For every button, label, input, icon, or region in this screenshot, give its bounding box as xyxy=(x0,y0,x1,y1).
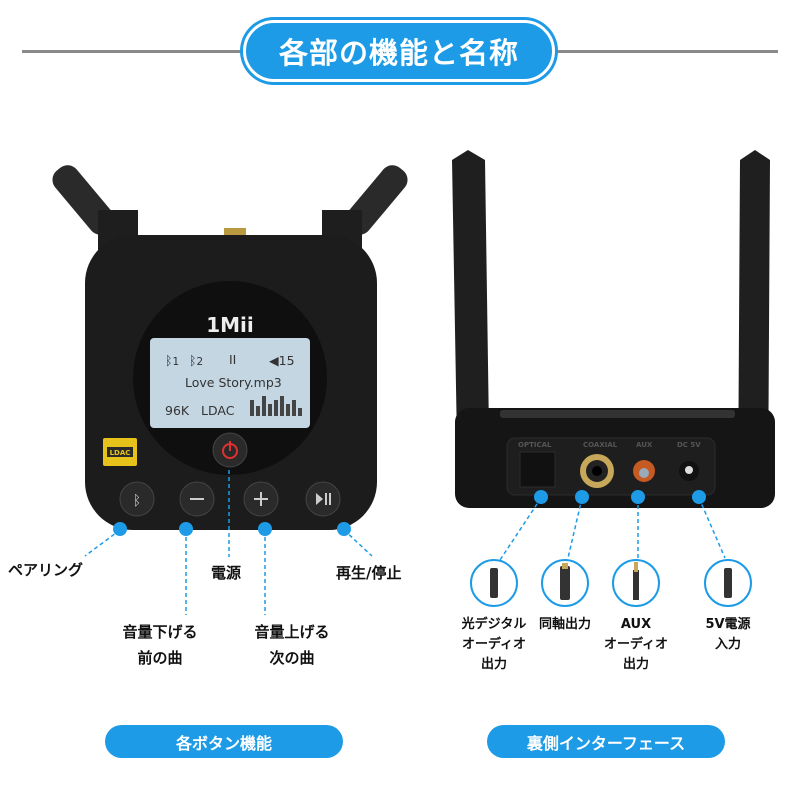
bluetooth-button xyxy=(119,481,155,517)
label-line: 5V電源 xyxy=(705,617,751,632)
label-line: オーディオ xyxy=(461,637,527,652)
pause-indicator: II xyxy=(229,352,237,367)
port-label-coaxial: COAXIAL xyxy=(583,441,618,449)
label-play-pause: 再生/停止 xyxy=(336,564,402,582)
section-label-buttons: 各ボタン機能 xyxy=(105,725,343,758)
svg-text:LDAC: LDAC xyxy=(110,449,131,457)
sample-rate: 96K xyxy=(165,403,190,418)
callout-lines xyxy=(84,470,373,615)
label-line: 出力 xyxy=(622,657,649,672)
label-power: 電源 xyxy=(211,564,242,582)
label-line: 前の曲 xyxy=(137,649,183,667)
label-volume-down: 音量下げる 前の曲 xyxy=(110,619,210,671)
label-coaxial: 同軸出力 xyxy=(530,615,600,635)
back-device xyxy=(452,150,775,607)
front-device: 1Mii LDAC ᛒ xyxy=(52,165,408,615)
label-line: 音量上げる xyxy=(254,623,330,641)
page-title: 各部の機能と名称 xyxy=(243,20,555,82)
port-label-aux: AUX xyxy=(636,441,653,449)
section-label-interface: 裏側インターフェース xyxy=(487,725,725,758)
track-name: Love Story.mp3 xyxy=(185,375,282,390)
brand-logo: 1Mii xyxy=(206,313,254,337)
label-line: AUX xyxy=(620,617,652,632)
callout-lines xyxy=(499,497,726,561)
callout-dots xyxy=(534,490,706,504)
label-line: 音量下げる xyxy=(122,623,198,641)
svg-text:ᛒ: ᛒ xyxy=(133,493,141,509)
divider-left xyxy=(22,50,252,53)
port-label-dc: DC 5V xyxy=(677,441,701,449)
callout-dots xyxy=(113,522,351,536)
bluetooth-1-icon: ᛒ1 xyxy=(165,353,180,368)
label-aux: AUX オーディオ 出力 xyxy=(596,615,676,675)
bluetooth-2-icon: ᛒ2 xyxy=(189,353,204,368)
label-line: 出力 xyxy=(480,657,507,672)
label-line: オーディオ xyxy=(603,637,669,652)
label-volume-up: 音量上げる 次の曲 xyxy=(242,619,342,671)
divider-right xyxy=(548,50,778,53)
label-optical: 光デジタル オーディオ 出力 xyxy=(450,615,538,675)
port-label-optical: OPTICAL xyxy=(518,441,552,449)
label-dc: 5V電源 入力 xyxy=(693,615,763,655)
cable-icons xyxy=(470,559,752,607)
codec: LDAC xyxy=(201,403,235,418)
label-line: 同軸出力 xyxy=(538,617,591,632)
volume-indicator: ◀15 xyxy=(269,353,295,368)
optical-port xyxy=(519,451,556,488)
label-line: 光デジタル xyxy=(461,617,527,632)
label-pairing: ペアリング xyxy=(8,561,84,579)
spectrum-icon xyxy=(250,396,302,416)
label-line: 次の曲 xyxy=(269,649,315,667)
label-line: 入力 xyxy=(714,637,741,652)
lcd-display: ᛒ1 ᛒ2 II ◀15 Love Story.mp3 96K LDAC xyxy=(153,341,308,425)
